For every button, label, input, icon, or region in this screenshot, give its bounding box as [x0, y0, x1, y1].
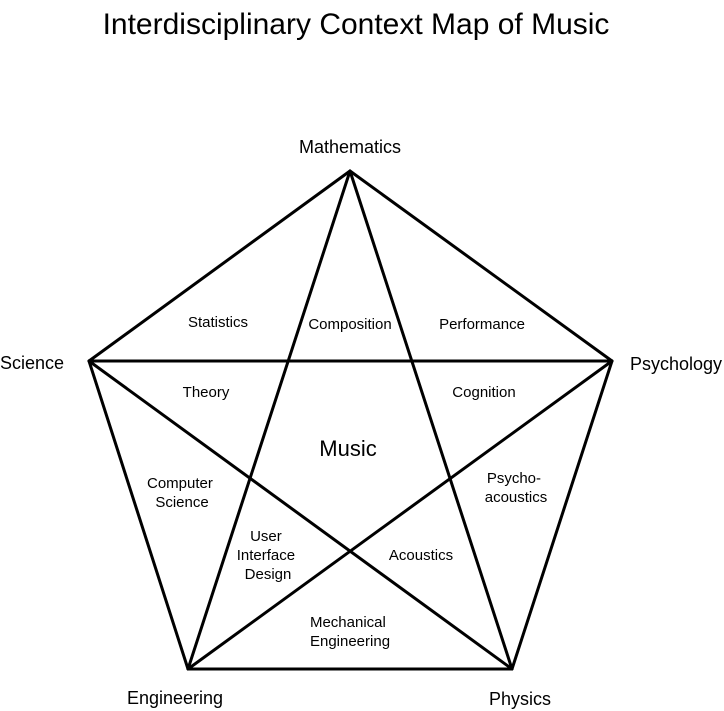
star-line-top-to-bottom-left [186, 169, 352, 671]
region-label-statistics: Statistics [188, 314, 248, 331]
region-label-computer-science: Computer Science [147, 475, 217, 511]
region-label-composition: Composition [308, 316, 391, 333]
pentagon-edge-top-left [87, 169, 352, 363]
pentagon-edge-top-right [348, 169, 614, 363]
vertex-label-physics: Physics [489, 689, 551, 709]
diagram-title: Interdisciplinary Context Map of Music [103, 8, 610, 41]
region-label-psychoacoustics: Psycho- acoustics [485, 470, 548, 506]
region-label-performance: Performance [439, 316, 525, 333]
region-label-cognition: Cognition [452, 384, 515, 401]
star-line-left-to-bottom-right [87, 359, 514, 671]
pentagon-edge-right-bottom [510, 359, 614, 671]
region-label-acoustics: Acoustics [389, 547, 453, 564]
vertex-label-psychology: Psychology [630, 354, 722, 374]
star-line-top-to-bottom-right [348, 169, 514, 671]
region-label-mechanical-engineering: Mechanical Engineering [310, 614, 390, 650]
region-label-theory: Theory [183, 384, 230, 401]
center-label-music: Music [319, 436, 376, 461]
vertex-label-science: Science [0, 353, 64, 373]
vertex-label-mathematics: Mathematics [299, 137, 401, 157]
pentagon-edge-left-bottom [87, 359, 190, 671]
star-line-right-to-bottom-left [186, 359, 614, 671]
vertex-label-engineering: Engineering [127, 688, 223, 708]
region-label-user-interface-design: User Interface Design [237, 528, 300, 583]
